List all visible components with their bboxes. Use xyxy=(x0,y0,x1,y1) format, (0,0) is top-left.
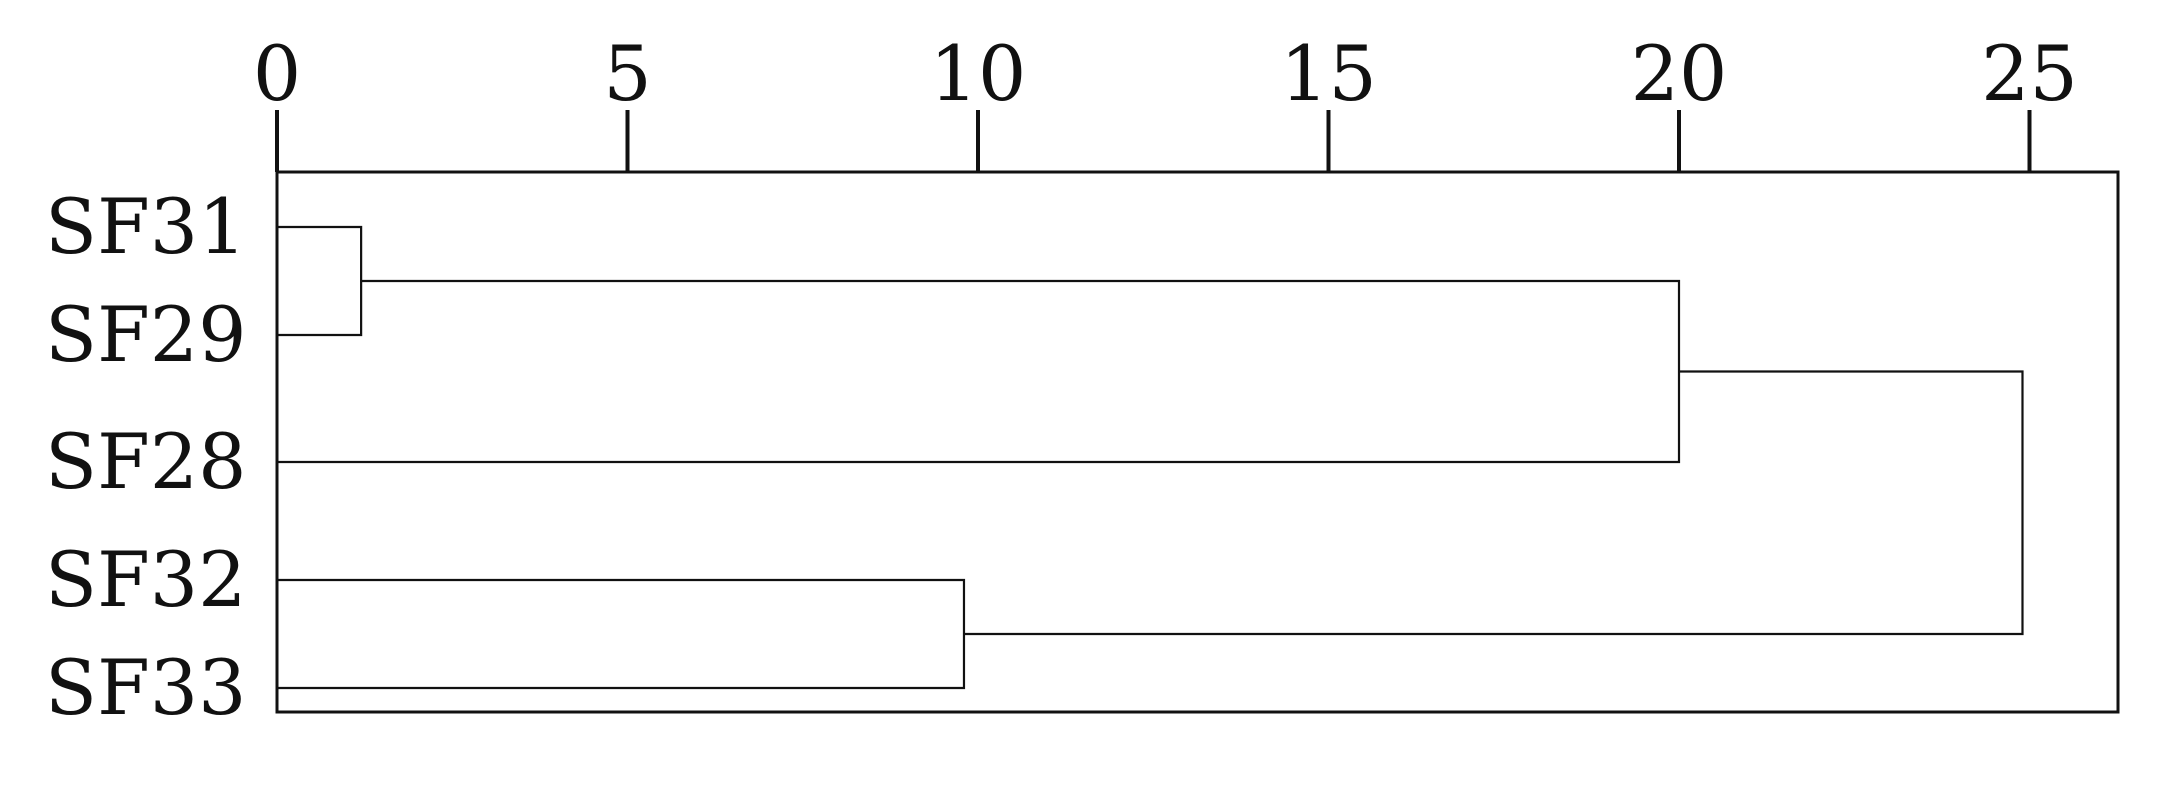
leaf-label: SF28 xyxy=(45,417,247,506)
x-tick-label: 0 xyxy=(253,29,301,118)
leaf-label: SF32 xyxy=(45,535,247,624)
x-tick-label: 25 xyxy=(1981,29,2078,118)
leaf-label: SF31 xyxy=(45,182,247,271)
dendrogram-link-m3 xyxy=(277,279,1681,464)
x-tick-label: 10 xyxy=(930,29,1027,118)
leaf-label: SF29 xyxy=(45,290,247,379)
x-axis: 0 5 10 15 20 25 xyxy=(253,29,2078,172)
plot-frame xyxy=(275,170,2120,714)
dendrogram-link-m4 xyxy=(963,370,2024,636)
dendrogram-link-m1 xyxy=(277,225,363,337)
dendrogram-link-m2 xyxy=(277,578,966,690)
x-tick-label: 15 xyxy=(1280,29,1377,118)
x-tick-label: 20 xyxy=(1631,29,1728,118)
leaf-label: SF33 xyxy=(45,643,247,732)
dendrogram-links xyxy=(277,225,2024,690)
x-tick-label: 5 xyxy=(603,29,651,118)
